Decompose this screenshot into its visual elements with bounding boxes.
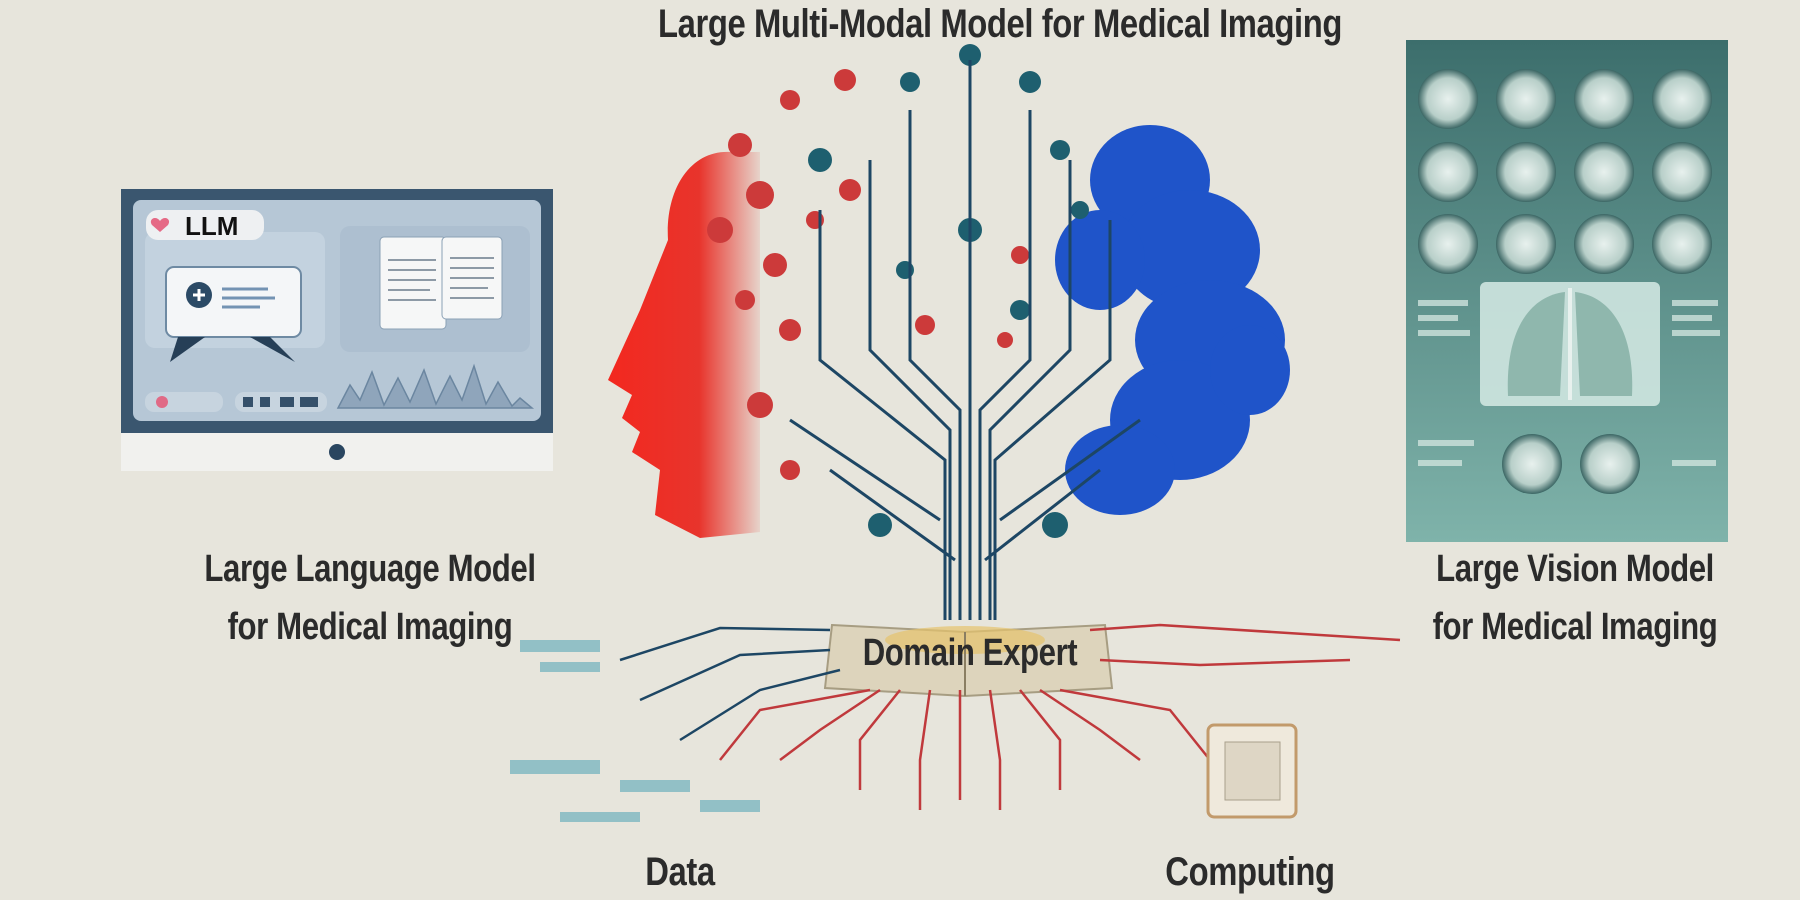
lung-xray [1480,282,1660,406]
xray-panel [1406,40,1728,542]
cpu-chip-icon [1206,723,1298,819]
lvm-caption: Large Vision Model for Medical Imaging [1350,540,1800,656]
llm-caption-line1: Large Language Model [204,548,536,590]
llm-caption: Large Language Model for Medical Imaging [149,540,592,656]
brain-scan-grid [1418,69,1712,274]
root-circuits [719,623,1401,810]
waveform-graphic [336,363,535,409]
llm-badge [146,210,264,240]
domain-expert-book [823,623,1114,698]
domain-expert-label: Domain Expert [862,632,1078,674]
document-icon [379,236,503,330]
tree-circuit [789,60,1141,620]
face-profile [608,151,760,538]
data-label: Data [645,850,715,894]
heart-icon [150,218,170,232]
chat-bubble-icon [165,266,302,362]
llm-monitor [121,189,553,471]
red-dots [707,69,1029,480]
main-title: Large Multi-Modal Model for Medical Imag… [658,2,1342,46]
llm-caption-line2: for Medical Imaging [227,606,513,648]
lvm-caption-line1: Large Vision Model [1436,548,1714,590]
blue-foliage [1055,125,1290,515]
computing-label: Computing [1165,850,1335,894]
llm-badge-label: LLM [185,211,239,241]
monitor-camera-dot [329,444,345,460]
lvm-caption-line2: for Medical Imaging [1432,606,1718,648]
data-circuit-board [510,640,760,822]
